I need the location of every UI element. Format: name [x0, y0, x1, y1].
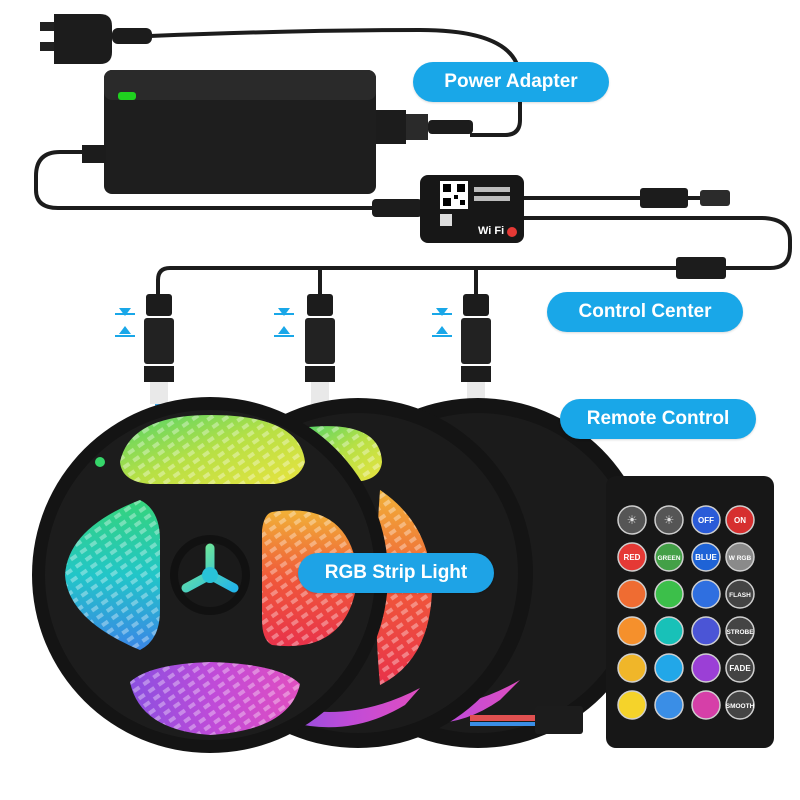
power-adapter-label: Power Adapter	[413, 62, 609, 102]
fade-button-label: FADE	[729, 664, 751, 673]
rgb-strip-light-label: RGB Strip Light	[298, 553, 494, 593]
blue-button-label: BLUE	[695, 553, 717, 562]
fade-button[interactable]	[725, 653, 755, 683]
control-center-label: Control Center	[547, 292, 743, 332]
on-button[interactable]	[725, 505, 755, 535]
color-button-r4c1[interactable]	[617, 616, 647, 646]
color-button-r6c1[interactable]	[617, 690, 647, 720]
brightness-down-button[interactable]	[617, 505, 647, 535]
arrow-markers	[115, 308, 452, 337]
strobe-button-label: STROBE	[726, 629, 754, 636]
off-button-label: OFF	[698, 516, 714, 525]
smooth-button-label: SMOOTH	[726, 703, 755, 710]
bulb-bright-icon: ☀	[664, 513, 675, 527]
wifi-controller: Wi Fi	[420, 175, 524, 243]
strip-end-connector	[535, 706, 583, 734]
red-button[interactable]	[617, 542, 647, 572]
blue-button[interactable]	[691, 542, 721, 572]
strobe-button[interactable]	[725, 616, 755, 646]
ir-receiver	[640, 188, 688, 208]
remote-control-label: Remote Control	[560, 399, 756, 439]
power-adapter	[82, 70, 473, 194]
color-button-r4c2[interactable]	[654, 616, 684, 646]
led-reel-1	[32, 397, 388, 753]
off-button[interactable]	[691, 505, 721, 535]
color-button-r6c2[interactable]	[654, 690, 684, 720]
white-rgb-button-label: W RGB	[729, 555, 752, 562]
color-button-r5c3[interactable]	[691, 653, 721, 683]
color-button-r4c3[interactable]	[691, 616, 721, 646]
output-connector	[676, 257, 726, 279]
connector-2	[305, 294, 335, 404]
green-button[interactable]	[654, 542, 684, 572]
color-button-r6c3[interactable]	[691, 690, 721, 720]
remote-control: ☀ ☀ OFF ON RED GREEN BLUE W RGB FLASH STROBE FADE S…	[606, 476, 774, 748]
ac-cable	[149, 27, 522, 137]
white-rgb-button[interactable]	[725, 542, 755, 572]
color-button-r5c2[interactable]	[654, 653, 684, 683]
flash-button[interactable]	[725, 579, 755, 609]
connector-3	[461, 294, 491, 404]
connector-1	[144, 294, 174, 404]
color-button-r3c3[interactable]	[691, 579, 721, 609]
brightness-up-button[interactable]	[654, 505, 684, 535]
color-button-r3c1[interactable]	[617, 579, 647, 609]
green-button-label: GREEN	[657, 555, 680, 562]
power-plug	[40, 14, 152, 64]
color-button-r3c2[interactable]	[654, 579, 684, 609]
smooth-button[interactable]	[725, 690, 755, 720]
dc-cable	[34, 150, 380, 210]
bulb-dim-icon: ☀	[627, 513, 638, 527]
color-button-r5c1[interactable]	[617, 653, 647, 683]
flash-button-label: FLASH	[729, 592, 751, 599]
red-button-label: RED	[624, 553, 641, 562]
wifi-label: Wi Fi	[478, 225, 504, 237]
on-button-label: ON	[734, 516, 746, 525]
dc-connector	[372, 199, 422, 217]
